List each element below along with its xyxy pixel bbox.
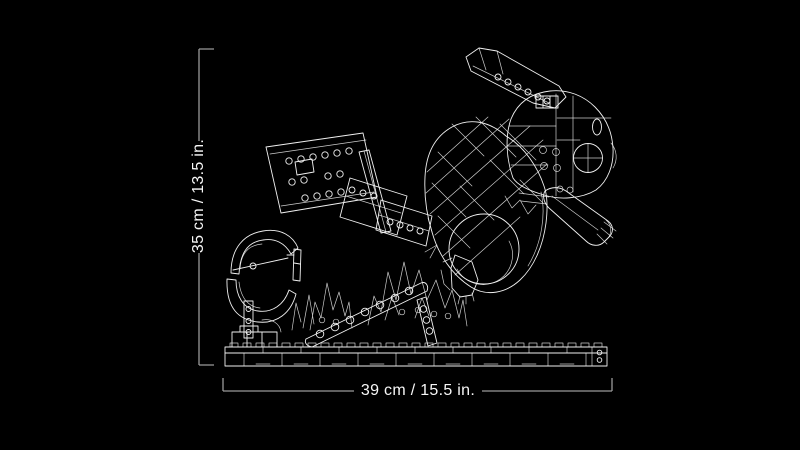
baseplate-studs [229,342,603,348]
pokeball [226,229,302,323]
pikachu-tail [265,132,433,247]
baseplate [224,342,608,367]
pikachu-head [506,90,617,199]
height-dimension-line [198,48,214,366]
pikachu-torso [424,116,550,294]
support-struts [304,217,438,348]
torso-hatching [425,116,548,276]
height-dimension-label: 35 cm / 13.5 in. [190,138,207,254]
pikachu-ear [465,47,567,109]
pikachu-feet [440,254,479,305]
pikachu-figure [265,47,617,305]
grass-tufts [291,261,468,331]
pokeball-stand [231,300,282,348]
width-dimension-label: 39 cm / 15.5 in. [360,382,476,399]
width-dimension-line [222,378,613,392]
pikachu-arm [543,187,617,246]
